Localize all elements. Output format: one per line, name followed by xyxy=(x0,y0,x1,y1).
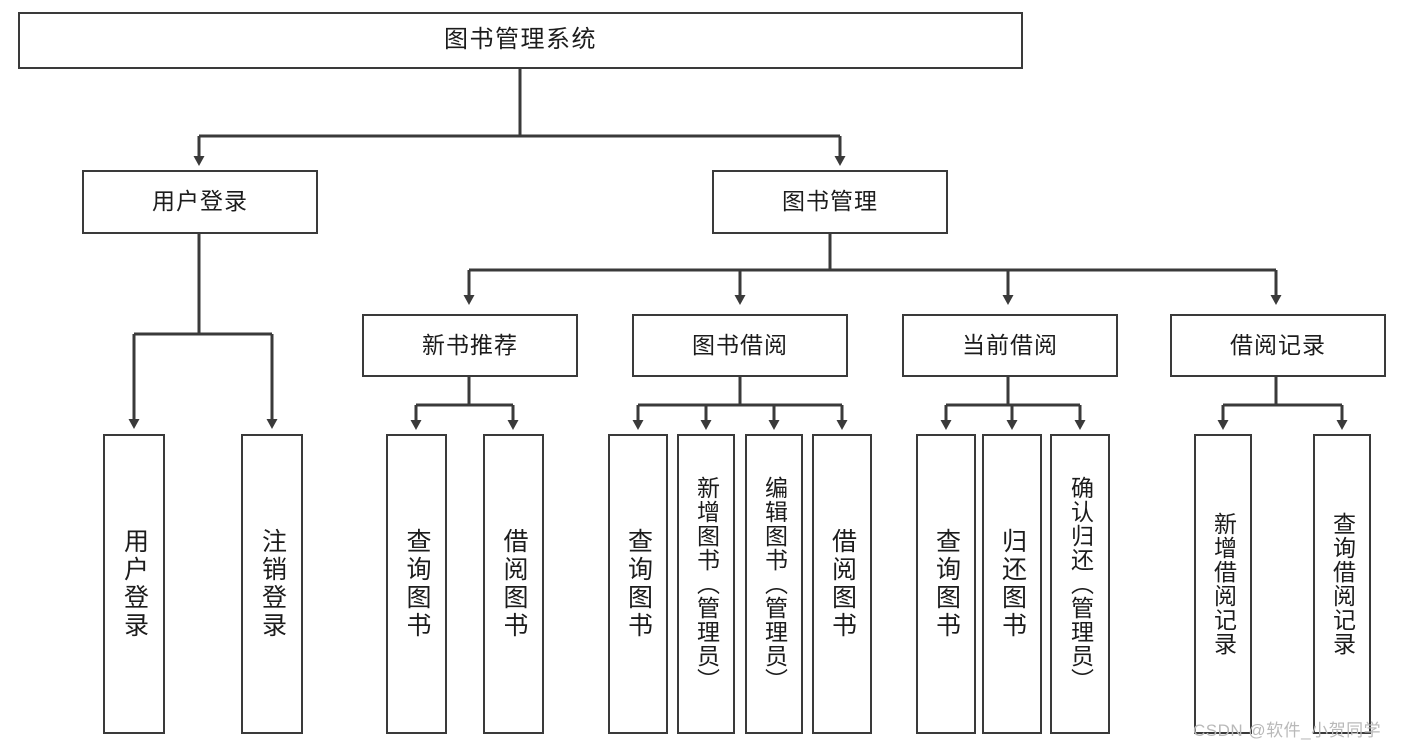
node-leaf-user-login[interactable]: 用户登录 xyxy=(103,434,165,734)
node-leaf-logout[interactable]: 注销登录 xyxy=(241,434,303,734)
node-leaf-query-book-1[interactable]: 查询图书 xyxy=(386,434,447,734)
node-leaf-add-book-admin-label: 新增图书（管理员） xyxy=(693,476,720,692)
node-leaf-query-book-3[interactable]: 查询图书 xyxy=(916,434,976,734)
node-user-login-label: 用户登录 xyxy=(152,188,248,215)
watermark: CSDN @软件_小贺同学 xyxy=(1193,721,1382,740)
node-user-login[interactable]: 用户登录 xyxy=(82,170,318,234)
node-book-borrow[interactable]: 图书借阅 xyxy=(632,314,848,377)
node-leaf-edit-book-admin[interactable]: 编辑图书（管理员） xyxy=(745,434,803,734)
node-leaf-query-book-1-label: 查询图书 xyxy=(403,528,431,640)
node-leaf-borrow-book-2-label: 借阅图书 xyxy=(828,528,857,640)
node-new-book-recommend[interactable]: 新书推荐 xyxy=(362,314,578,377)
node-leaf-edit-book-admin-label: 编辑图书（管理员） xyxy=(761,476,788,692)
node-root-label: 图书管理系统 xyxy=(444,26,597,54)
node-leaf-query-book-2[interactable]: 查询图书 xyxy=(608,434,668,734)
node-leaf-return-book[interactable]: 归还图书 xyxy=(982,434,1042,734)
node-leaf-query-book-3-label: 查询图书 xyxy=(932,528,961,640)
node-book-management-label: 图书管理 xyxy=(782,188,878,215)
node-leaf-add-book-admin[interactable]: 新增图书（管理员） xyxy=(677,434,735,734)
node-leaf-borrow-book-1[interactable]: 借阅图书 xyxy=(483,434,544,734)
node-leaf-borrow-book-2[interactable]: 借阅图书 xyxy=(812,434,872,734)
node-current-borrow[interactable]: 当前借阅 xyxy=(902,314,1118,377)
node-root[interactable]: 图书管理系统 xyxy=(18,12,1023,69)
node-leaf-return-book-label: 归还图书 xyxy=(998,528,1027,640)
node-leaf-add-borrow-record[interactable]: 新增借阅记录 xyxy=(1194,434,1252,734)
node-leaf-query-book-2-label: 查询图书 xyxy=(624,528,653,640)
node-leaf-confirm-return-admin[interactable]: 确认归还（管理员） xyxy=(1050,434,1110,734)
node-leaf-query-borrow-record[interactable]: 查询借阅记录 xyxy=(1313,434,1371,734)
node-book-management[interactable]: 图书管理 xyxy=(712,170,948,234)
node-leaf-add-borrow-record-label: 新增借阅记录 xyxy=(1210,512,1237,656)
node-new-book-recommend-label: 新书推荐 xyxy=(422,331,518,358)
node-borrow-record[interactable]: 借阅记录 xyxy=(1170,314,1386,377)
node-current-borrow-label: 当前借阅 xyxy=(962,331,1058,358)
node-book-borrow-label: 图书借阅 xyxy=(692,331,788,358)
node-leaf-query-borrow-record-label: 查询借阅记录 xyxy=(1329,512,1356,656)
node-leaf-borrow-book-1-label: 借阅图书 xyxy=(500,528,528,640)
node-leaf-user-login-label: 用户登录 xyxy=(120,528,149,640)
node-leaf-logout-label: 注销登录 xyxy=(258,528,287,640)
node-leaf-confirm-return-admin-label: 确认归还（管理员） xyxy=(1067,476,1094,692)
node-borrow-record-label: 借阅记录 xyxy=(1230,331,1326,358)
